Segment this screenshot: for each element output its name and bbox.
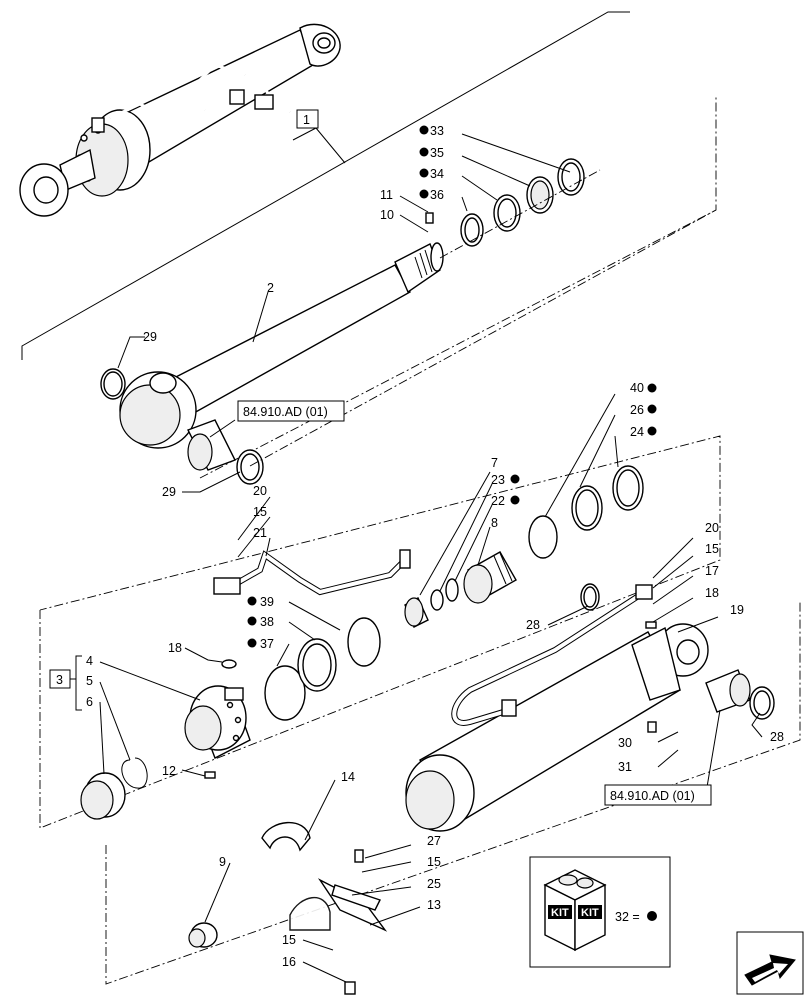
label-3-bracket: 3 xyxy=(49,655,82,711)
label-11: 11 xyxy=(380,188,393,202)
label-26: 26 xyxy=(630,403,644,417)
barrel-19 xyxy=(405,621,709,832)
label-15-right: 15 xyxy=(705,542,719,556)
label-35: 35 xyxy=(430,146,444,160)
kit-legend: KIT KIT 32 = xyxy=(529,856,671,968)
label-3: 3 xyxy=(56,673,63,687)
rod-bushing-rings xyxy=(100,368,264,485)
next-page-arrow-button[interactable] xyxy=(736,931,804,995)
label-12: 12 xyxy=(162,764,176,778)
label-22: 22 xyxy=(491,494,505,508)
label-28-right: 28 xyxy=(770,730,784,744)
barrel-bushing-rings xyxy=(580,583,775,720)
kit-legend-text: 32 = xyxy=(615,910,640,924)
label-9: 9 xyxy=(219,855,226,869)
label-30: 30 xyxy=(618,736,632,750)
cylinder-head-4 xyxy=(184,685,251,759)
label-28-left: 28 xyxy=(526,618,540,632)
reference-text-bottom: 84.910.AD (01) xyxy=(610,789,695,803)
label-24: 24 xyxy=(630,425,644,439)
kit-legend-bullet xyxy=(647,911,657,921)
label-10: 10 xyxy=(380,208,394,222)
label-31: 31 xyxy=(618,760,632,774)
label-15-left: 15 xyxy=(253,505,267,519)
tube-17 xyxy=(451,584,653,726)
label-8: 8 xyxy=(491,516,498,530)
label-15-bottom: 15 xyxy=(427,855,441,869)
reference-box-top[interactable]: 84.910.AD (01) xyxy=(237,400,345,422)
label-5: 5 xyxy=(86,674,93,688)
rod-seals xyxy=(425,158,585,247)
cylinder-assembly-overview xyxy=(19,23,341,217)
label-7: 7 xyxy=(491,456,498,470)
label-2: 2 xyxy=(267,281,274,295)
reference-box-bottom[interactable]: 84.910.AD (01) xyxy=(604,784,712,806)
label-38: 38 xyxy=(260,615,274,629)
label-21: 21 xyxy=(253,526,267,540)
clamp-parts xyxy=(188,821,388,995)
label-20-right: 20 xyxy=(705,521,719,535)
label-16: 16 xyxy=(282,955,296,969)
label-27: 27 xyxy=(427,834,441,848)
reference-text-top: 84.910.AD (01) xyxy=(243,405,328,419)
piston-parts xyxy=(404,465,644,628)
kit-text-left: KIT xyxy=(551,907,569,919)
label-14: 14 xyxy=(341,770,355,784)
kit-bullets xyxy=(247,125,657,648)
label-36: 36 xyxy=(430,188,444,202)
tube-21 xyxy=(213,549,411,596)
label-15-bolt: 15 xyxy=(282,933,296,947)
label-6: 6 xyxy=(86,695,93,709)
label-1: 1 xyxy=(303,113,310,127)
label-13: 13 xyxy=(427,898,441,912)
head-rings xyxy=(80,617,381,820)
frame-lines xyxy=(21,11,630,360)
label-39: 39 xyxy=(260,595,274,609)
piston-rod xyxy=(119,242,444,449)
kit-box-icon: KIT KIT xyxy=(543,869,607,952)
label-29-top: 29 xyxy=(143,330,157,344)
part-labels: 33 35 34 36 11 10 2 29 29 20 15 21 18 4 … xyxy=(86,124,784,969)
label-1-box: 1 xyxy=(296,109,319,129)
label-40: 40 xyxy=(630,381,644,395)
label-37: 37 xyxy=(260,637,274,651)
kit-text-right: KIT xyxy=(581,907,599,919)
label-20-left: 20 xyxy=(253,484,267,498)
label-18-right: 18 xyxy=(705,586,719,600)
label-34: 34 xyxy=(430,167,444,181)
label-17: 17 xyxy=(705,564,719,578)
label-19: 19 xyxy=(730,603,744,617)
label-33: 33 xyxy=(430,124,444,138)
label-23: 23 xyxy=(491,473,505,487)
label-4: 4 xyxy=(86,654,93,668)
label-18-left: 18 xyxy=(168,641,182,655)
label-29-bottom: 29 xyxy=(162,485,176,499)
leader-lines xyxy=(99,133,763,983)
label-25: 25 xyxy=(427,877,441,891)
